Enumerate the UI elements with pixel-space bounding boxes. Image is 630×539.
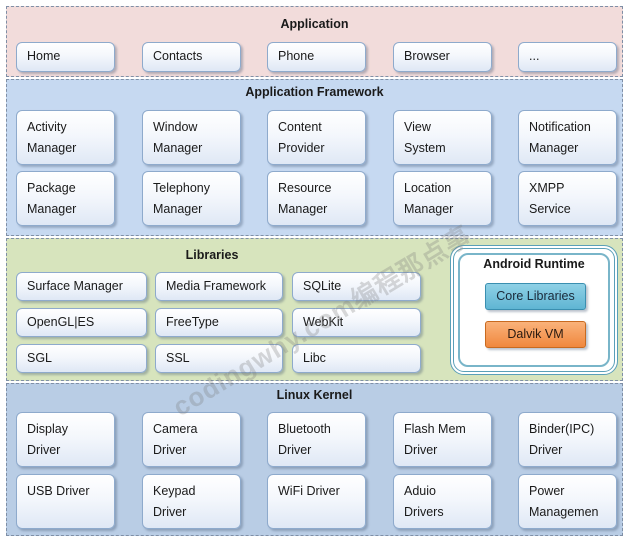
app-phone-box: Phone xyxy=(267,42,366,72)
media-framework-box: Media Framework xyxy=(155,272,283,301)
location-manager-box: Location Manager xyxy=(393,171,492,226)
box-label: USB Driver xyxy=(27,484,90,498)
freetype-box: FreeType xyxy=(155,308,283,337)
telephony-manager-box: Telephony Manager xyxy=(142,171,241,226)
box-label: SSL xyxy=(166,351,190,365)
keypad-driver-box: Keypad Driver xyxy=(142,474,241,529)
sqlite-box: SQLite xyxy=(292,272,421,301)
content-provider-box: Content Provider xyxy=(267,110,366,165)
libc-box: Libc xyxy=(292,344,421,373)
runtime-inner-border xyxy=(458,253,610,367)
package-manager-box: Package Manager xyxy=(16,171,115,226)
flash-mem-driver-box: Flash Mem Driver xyxy=(393,412,492,467)
binder-ipc-driver-box: Binder(IPC) Driver xyxy=(518,412,617,467)
wifi-driver-box: WiFi Driver xyxy=(267,474,366,529)
box-label: SQLite xyxy=(303,279,342,293)
box-label: FreeType xyxy=(166,315,219,329)
dalvik-vm-box: Dalvik VM xyxy=(485,321,586,348)
usb-driver-box: USB Driver xyxy=(16,474,115,529)
box-label: View System xyxy=(404,120,446,155)
app-home-box: Home xyxy=(16,42,115,72)
box-label: Phone xyxy=(278,49,315,63)
box-label: Content Provider xyxy=(278,120,325,155)
power-management-box: Power Managemen xyxy=(518,474,617,529)
app-more-box: ... xyxy=(518,42,617,72)
box-label: Contacts xyxy=(153,49,203,63)
app-browser-box: Browser xyxy=(393,42,492,72)
framework-layer-title: Application Framework xyxy=(245,85,384,99)
box-label: Libc xyxy=(303,351,326,365)
opengl-box: OpenGL|ES xyxy=(16,308,147,337)
sgl-box: SGL xyxy=(16,344,147,373)
surface-manager-box: Surface Manager xyxy=(16,272,147,301)
box-label: Binder(IPC) Driver xyxy=(529,422,595,457)
ssl-box: SSL xyxy=(155,344,283,373)
activity-manager-box: Activity Manager xyxy=(16,110,115,165)
window-manager-box: Window Manager xyxy=(142,110,241,165)
box-label: Notification Manager xyxy=(529,120,591,155)
box-label: Resource Manager xyxy=(278,181,332,216)
box-label: Aduio Drivers xyxy=(404,484,444,519)
box-label: Browser xyxy=(404,49,450,63)
bluetooth-driver-box: Bluetooth Driver xyxy=(267,412,366,467)
box-label: Flash Mem Driver xyxy=(404,422,466,457)
kernel-layer-title: Linux Kernel xyxy=(276,388,353,402)
notification-manager-box: Notification Manager xyxy=(518,110,617,165)
box-label: Keypad Driver xyxy=(153,484,196,519)
box-label: Media Framework xyxy=(166,279,267,293)
runtime-title: Android Runtime xyxy=(483,257,585,271)
box-label: Camera Driver xyxy=(153,422,198,457)
android-runtime-panel: Android Runtime Core Libraries Dalvik VM xyxy=(450,245,618,375)
box-label: Package Manager xyxy=(27,181,77,216)
webkit-box: WebKit xyxy=(292,308,421,337)
xmpp-service-box: XMPP Service xyxy=(518,171,617,226)
box-label: Display Driver xyxy=(27,422,68,457)
box-label: WiFi Driver xyxy=(278,484,340,498)
box-label: Activity Manager xyxy=(27,120,77,155)
libraries-layer-title: Libraries xyxy=(185,248,239,262)
box-label: Window Manager xyxy=(153,120,203,155)
application-layer-title: Application xyxy=(280,17,349,31)
box-label: Home xyxy=(27,49,61,63)
box-label: Surface Manager xyxy=(27,279,123,293)
app-contacts-box: Contacts xyxy=(142,42,241,72)
box-label: Telephony Manager xyxy=(153,181,210,216)
box-label: WebKit xyxy=(303,315,344,329)
resource-manager-box: Resource Manager xyxy=(267,171,366,226)
box-label: XMPP Service xyxy=(529,181,571,216)
box-label: ... xyxy=(529,49,540,63)
box-label: Power Managemen xyxy=(529,484,599,519)
box-label: Location Manager xyxy=(404,181,454,216)
audio-drivers-box: Aduio Drivers xyxy=(393,474,492,529)
view-system-box: View System xyxy=(393,110,492,165)
display-driver-box: Display Driver xyxy=(16,412,115,467)
box-label: OpenGL|ES xyxy=(27,315,95,329)
core-libraries-box: Core Libraries xyxy=(485,283,586,310)
camera-driver-box: Camera Driver xyxy=(142,412,241,467)
box-label: SGL xyxy=(27,351,53,365)
box-label: Bluetooth Driver xyxy=(278,422,331,457)
